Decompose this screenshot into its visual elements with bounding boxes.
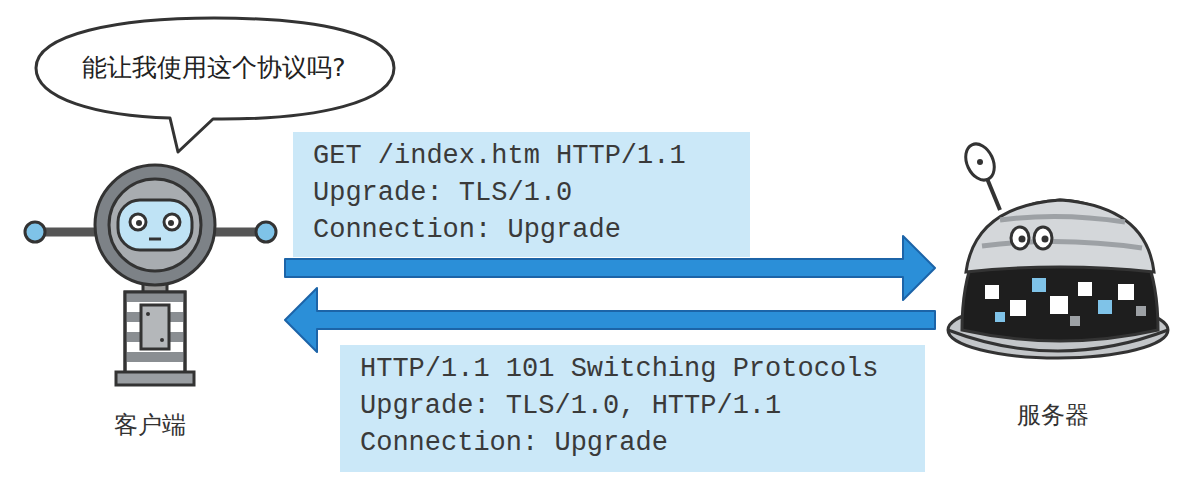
figure-label: 服务器 [1011, 398, 1095, 432]
code-line: Upgrade: TLS/1.0 [313, 175, 730, 212]
client-robot [25, 165, 276, 385]
request-box: GET /index.htm HTTP/1.1Upgrade: TLS/1.0C… [293, 132, 750, 257]
client-figure: 客户端 [15, 160, 285, 442]
code-line: GET /index.htm HTTP/1.1 [313, 138, 730, 175]
code-line: Connection: Upgrade [313, 212, 730, 249]
server-robot [948, 139, 1168, 358]
code-line: Upgrade: TLS/1.0, HTTP/1.1 [360, 388, 905, 425]
code-line: HTTP/1.1 101 Switching Protocols [360, 351, 905, 388]
code-line: Connection: Upgrade [360, 425, 905, 462]
server-figure: 服务器 [935, 150, 1170, 432]
message-arrow [285, 288, 935, 352]
response-box: HTTP/1.1 101 Switching ProtocolsUpgrade:… [340, 345, 925, 472]
figure-label: 客户端 [108, 408, 192, 442]
